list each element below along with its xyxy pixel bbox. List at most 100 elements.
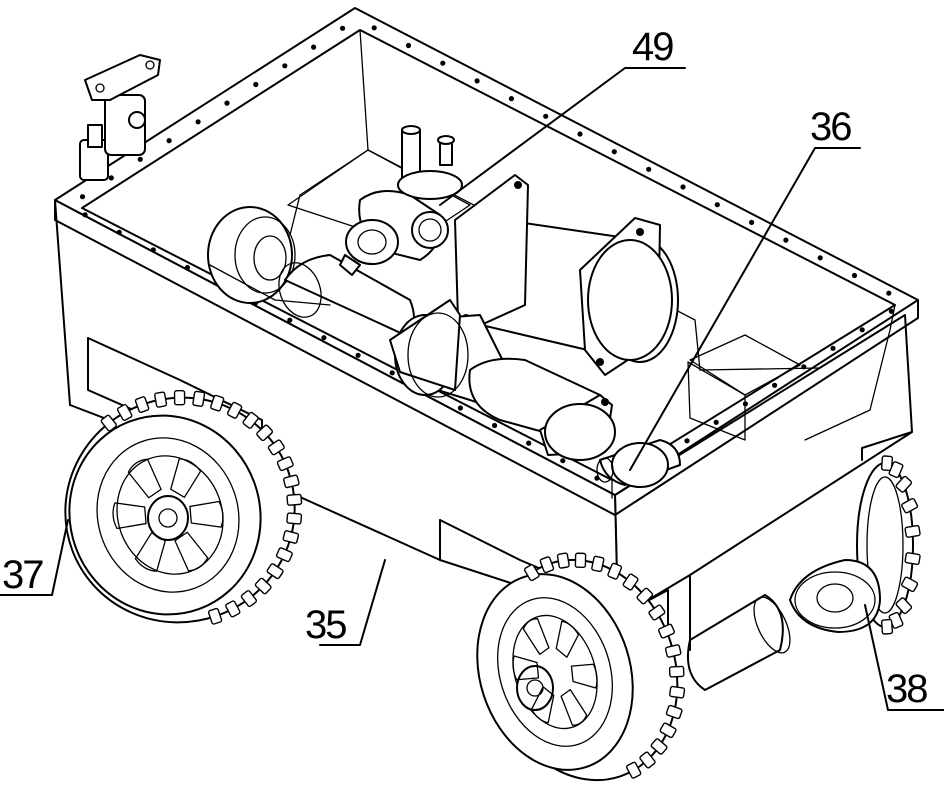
bolt-hole — [714, 202, 720, 208]
bolt-hole — [742, 401, 749, 407]
spoke-opening — [127, 458, 162, 499]
tread-block — [134, 396, 150, 414]
tread-block — [669, 685, 686, 699]
spoke-opening — [560, 688, 588, 726]
spoke-opening — [174, 531, 209, 572]
spoke-opening — [512, 655, 540, 681]
tread-block — [574, 552, 587, 569]
bolt-hole — [389, 370, 395, 376]
bolt-hole — [886, 290, 892, 296]
tread-block — [226, 401, 243, 419]
leader-37 — [0, 519, 69, 596]
bolt-hole — [440, 60, 446, 66]
tread-block — [888, 461, 904, 479]
tread-block — [626, 761, 642, 779]
tread-block — [523, 564, 540, 582]
bolt-hole — [817, 255, 823, 261]
tread-block — [256, 424, 274, 442]
tread-block — [242, 411, 259, 429]
tread-block — [607, 562, 623, 580]
tread-block — [880, 618, 894, 635]
label-35: 35 — [305, 603, 346, 647]
bolt-hole — [611, 149, 617, 155]
bolt-hole — [108, 175, 114, 181]
bolt-hole — [508, 96, 514, 102]
bolt-hole — [195, 119, 201, 125]
bolt-hole — [684, 438, 690, 444]
bolt-hole — [713, 419, 719, 425]
bolt-hole — [282, 63, 288, 69]
tread-block — [173, 389, 186, 406]
tread-block — [659, 722, 677, 739]
bolt-hole — [783, 237, 789, 243]
bolt-hole — [772, 382, 778, 388]
tread-block — [286, 512, 303, 525]
bolt-hole — [457, 405, 463, 411]
spoke-opening — [189, 500, 224, 528]
tow-bracket — [79, 54, 161, 181]
bolt-hole — [526, 440, 532, 446]
bolt-hole — [224, 100, 230, 106]
tread-block — [267, 439, 285, 456]
tread-block — [240, 590, 258, 608]
bolt-hole — [801, 364, 807, 370]
tread-block — [283, 474, 300, 489]
tread-block — [901, 576, 919, 593]
bolt-hole — [340, 25, 346, 31]
label-38: 38 — [886, 667, 927, 711]
tread-block — [266, 563, 284, 580]
tread-block — [664, 644, 682, 658]
bolt-hole — [543, 113, 549, 119]
bolt-hole — [680, 184, 686, 190]
bolt-hole — [137, 156, 143, 162]
tread-block — [650, 738, 668, 755]
leader-35 — [319, 559, 386, 646]
spoke-opening — [555, 620, 580, 658]
spoke-opening — [134, 532, 166, 572]
bolt-hole — [474, 78, 480, 84]
bolt-hole — [371, 25, 377, 31]
tread-block — [282, 530, 300, 544]
tread-block — [895, 597, 913, 615]
leader-36 — [629, 147, 861, 471]
tread-block — [192, 390, 206, 407]
tread-block — [210, 394, 225, 412]
front-right-wheel — [476, 552, 686, 782]
underbody-cylinder — [686, 594, 791, 691]
bolt-hole — [287, 317, 293, 323]
rear-right-wheel — [789, 455, 921, 635]
bolt-hole — [79, 194, 86, 200]
label-37: 37 — [2, 553, 43, 597]
tread-block — [636, 587, 654, 605]
tread-block — [286, 493, 303, 506]
tread-block — [100, 414, 117, 432]
tread-block — [658, 623, 675, 639]
leader-38 — [864, 604, 944, 711]
bolt-hole — [184, 264, 190, 271]
tread-block — [622, 573, 639, 591]
tread-block — [639, 751, 656, 769]
bolt-hole — [830, 345, 836, 351]
bolt-hole — [646, 166, 652, 172]
bolt-hole — [82, 212, 88, 218]
spoke-opening — [570, 663, 598, 689]
tread-block — [225, 600, 241, 618]
tread-block — [207, 607, 223, 625]
tread-block — [116, 403, 133, 422]
tread-block — [276, 456, 294, 472]
front-left-wheel — [64, 389, 303, 625]
bolt-hole — [166, 138, 172, 144]
leader-49 — [439, 67, 686, 206]
bolt-hole — [311, 44, 317, 50]
tread-block — [895, 475, 913, 493]
internal-components — [207, 125, 681, 488]
tread-block — [254, 577, 272, 595]
bolt-hole — [859, 327, 865, 333]
tread-block — [556, 552, 570, 569]
bolt-hole — [492, 422, 498, 429]
tread-block — [880, 455, 894, 472]
bolt-hole — [321, 335, 327, 341]
tread-block — [668, 665, 685, 678]
tread-block — [591, 555, 605, 573]
